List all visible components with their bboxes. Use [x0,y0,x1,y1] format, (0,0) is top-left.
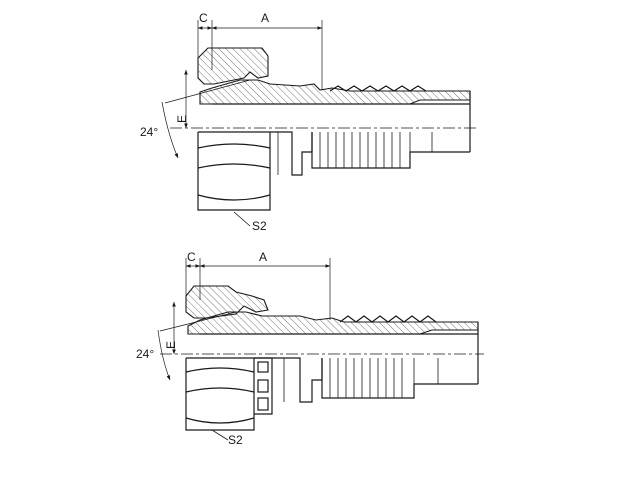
bottom-angle-arc [157,329,171,381]
bottom-body-section [187,311,479,335]
bottom-hex-outline [185,358,255,431]
top-lower-body [198,131,313,176]
bottom-angle-label: 24° [136,347,154,361]
bottom-c-label: C [187,250,196,264]
top-lower-barbs [319,132,433,168]
bottom-lower-barbs [329,358,439,398]
bottom-e-label: E [164,341,178,349]
bottom-ferrule-bands [254,357,273,415]
top-a-label: A [261,11,269,25]
top-nut-section [197,47,269,85]
bottom-s2-label: S2 [228,433,243,447]
top-body-section [199,79,471,105]
bottom-a-label: A [259,250,267,264]
bottom-fitting: C A [136,250,484,447]
top-upper-barbs [329,85,427,92]
top-c-label: C [199,11,208,25]
bottom-s2-leader [211,429,229,441]
top-hex-chamfer-upper [197,143,271,149]
top-s2-label: S2 [252,219,267,233]
bottom-lower-shank [321,358,478,399]
top-fitting: C A [140,11,478,233]
top-angle-leader [164,79,251,104]
top-hex-outline [197,132,271,211]
top-e-label: E [175,115,189,123]
top-hex-chamfer-mid [197,163,271,169]
bottom-angle-leader [159,311,237,332]
top-lower-shank [311,132,470,169]
bottom-hex-chamfer-lower [185,417,255,424]
bottom-hex-chamfer-mid [185,387,255,393]
bottom-hex-chamfer-upper [185,367,255,373]
top-angle-label: 24° [140,125,158,139]
top-s2-leader [233,211,251,227]
bottom-upper-barbs [339,315,437,323]
top-angle-arc [161,101,179,159]
bottom-nut-section [185,285,269,319]
top-hex-chamfer-lower [197,194,271,201]
